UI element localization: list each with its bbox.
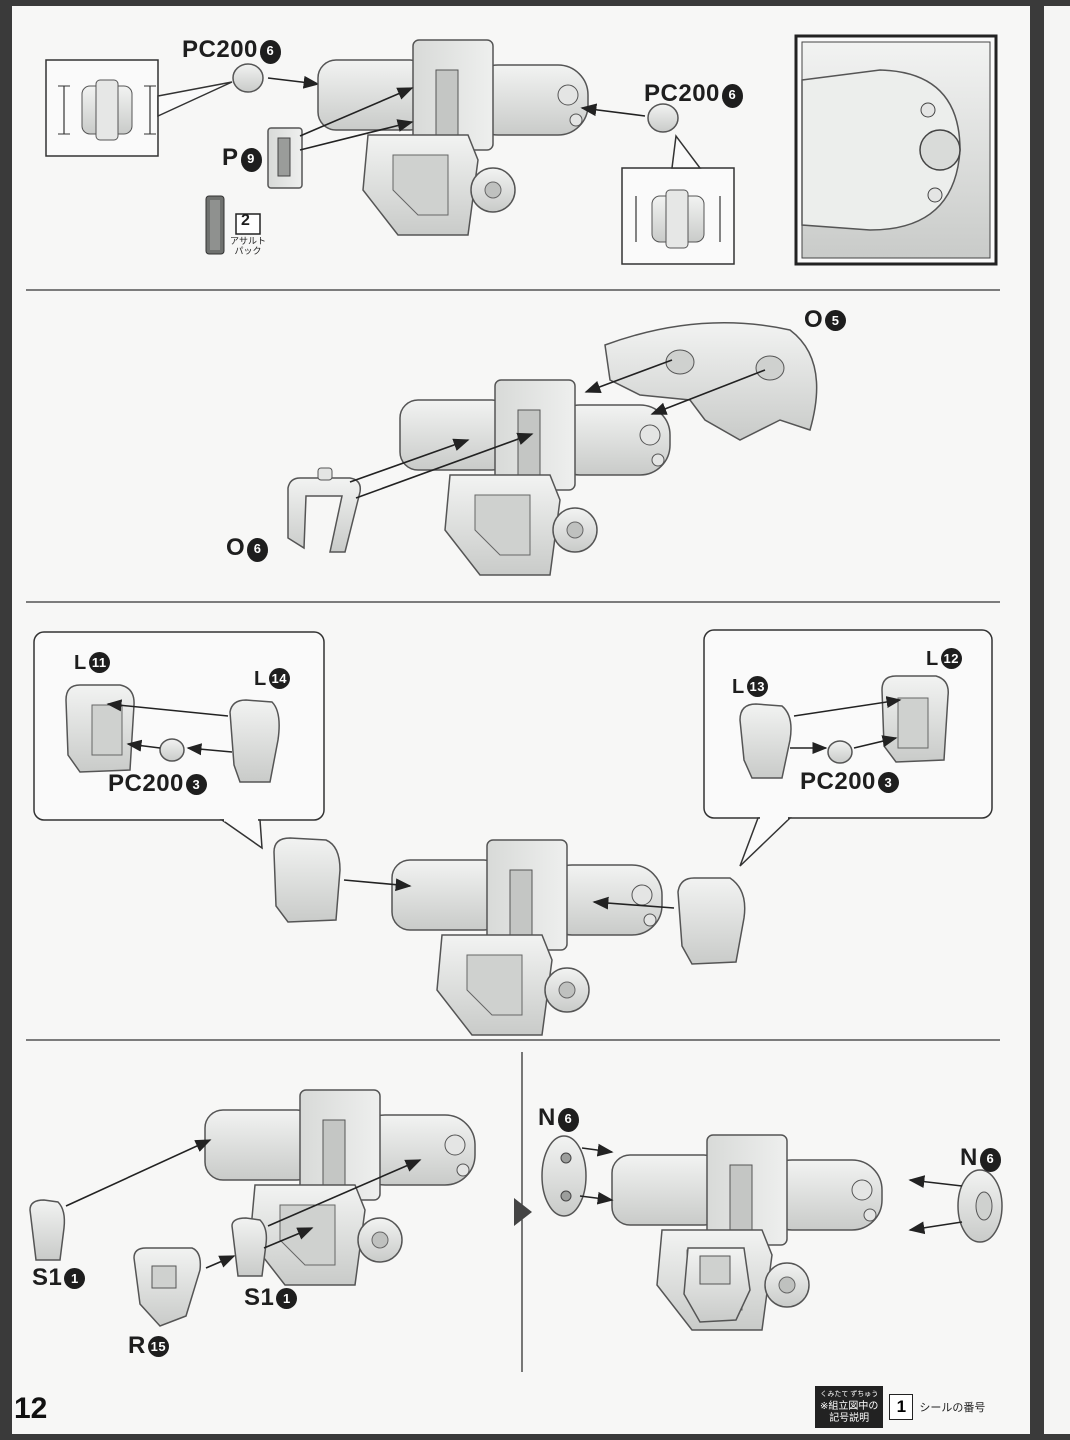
next-page-edge — [1044, 6, 1070, 1434]
legend-symbol-note: くみたて ずちゅう ※組立図中の 記号説明 — [815, 1386, 884, 1428]
sticker-number-2: 2 — [241, 212, 251, 229]
sticker-caption: アサルトパック — [229, 236, 266, 256]
page-number: 12 — [14, 1392, 48, 1425]
legend-sticker-text: シールの番号 — [919, 1402, 986, 1414]
legend-sticker-box: 1 — [889, 1394, 914, 1420]
symbol-legend: くみたて ずちゅう ※組立図中の 記号説明 1 シールの番号 — [815, 1386, 986, 1428]
